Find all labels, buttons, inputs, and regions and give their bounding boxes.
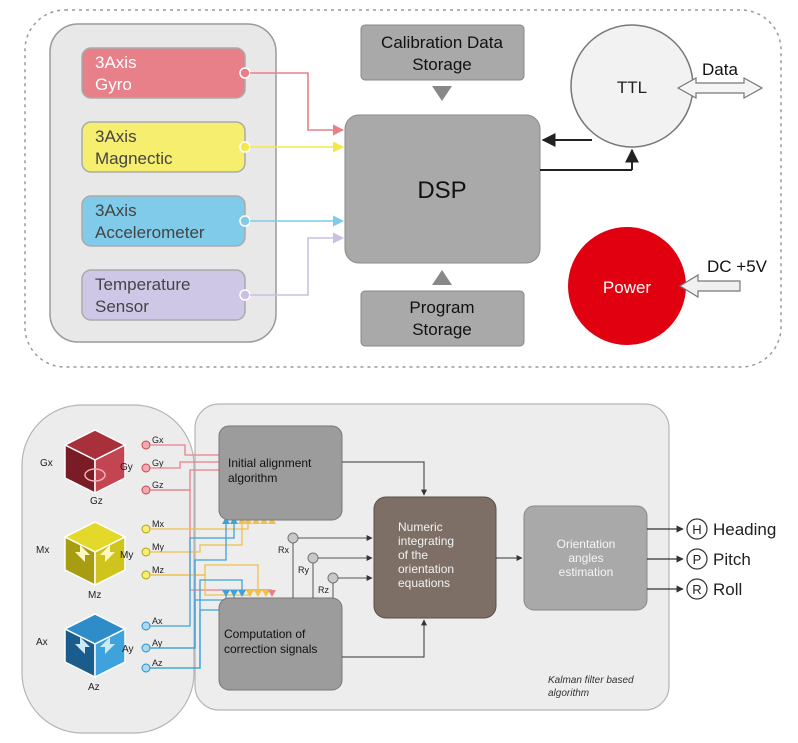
power-circle: Power	[568, 227, 686, 345]
signal-gx-label: Gx	[152, 435, 164, 445]
gyro-port-dot	[239, 67, 251, 79]
acc-x-label: Ax	[36, 637, 48, 648]
data-label: Data	[702, 60, 738, 79]
signal-ay-label: Ay	[152, 638, 163, 648]
dc-label: DC +5V	[707, 257, 768, 276]
magnetic-sensor-box: 3Axis Magnectic	[81, 121, 246, 173]
program-storage-box: Program Storage	[360, 290, 525, 347]
accelerometer-line1: 3Axis	[95, 201, 137, 220]
temperature-port-dot	[239, 289, 251, 301]
numeric-line1: Numeric	[398, 520, 443, 534]
accelerometer-cube	[63, 613, 127, 679]
initial-alignment-line2: algorithm	[228, 471, 277, 485]
rz-label: Rz	[318, 585, 329, 595]
temperature-line2: Sensor	[95, 297, 149, 316]
gyro-z-label: Gz	[90, 496, 103, 507]
kalman-caption-line2: algorithm	[548, 688, 589, 699]
temperature-line1: Temperature	[95, 275, 190, 294]
acc-z-label: Az	[88, 682, 100, 693]
program-line1: Program	[409, 298, 474, 317]
magnetic-cube	[63, 521, 127, 587]
signal-gy-label: Gy	[152, 458, 164, 468]
accelerometer-sensor-box: 3Axis Accelerometer	[81, 195, 246, 247]
sensor-group-panel	[49, 23, 277, 343]
signal-ax-label: Ax	[152, 616, 163, 626]
initial-alignment-box: Initial alignment algorithm	[218, 425, 343, 521]
gyro-y-label: Gy	[120, 462, 133, 473]
numeric-line4: orientation	[398, 562, 454, 576]
magnetic-port-dot	[239, 141, 251, 153]
signal-mz-label: Mz	[152, 565, 164, 575]
magnetic-line1: 3Axis	[95, 127, 137, 146]
mag-y-label: My	[120, 550, 133, 561]
signal-az-label: Az	[152, 658, 163, 668]
computation-line2: correction signals	[224, 642, 317, 656]
computation-box: Computation of correction signals	[218, 597, 343, 691]
pitch-letter: P	[693, 552, 702, 567]
calibration-line1: Calibration Data	[381, 33, 503, 52]
gyro-sensor-box: 3Axis Gyro	[81, 47, 246, 99]
acc-y-label: Ay	[122, 644, 134, 655]
orientation-estimation-box: Orientation angles estimation	[523, 505, 648, 611]
numeric-line2: integrating	[398, 534, 454, 548]
dc-input-arrow	[678, 273, 741, 299]
initial-alignment-line1: Initial alignment	[228, 456, 312, 470]
accelerometer-line2: Accelerometer	[95, 223, 205, 242]
magnetic-line2: Magnectic	[95, 149, 173, 168]
heading-label: Heading	[713, 520, 776, 539]
power-label: Power	[603, 278, 652, 297]
roll-label: Roll	[713, 580, 742, 599]
ttl-label: TTL	[617, 78, 647, 97]
signal-ports	[141, 440, 151, 673]
kalman-caption-line1: Kalman filter based	[548, 675, 634, 686]
output-roll: R Roll	[686, 578, 742, 600]
signal-my-label: My	[152, 542, 164, 552]
gyro-line2: Gyro	[95, 75, 132, 94]
heading-letter: H	[692, 522, 701, 537]
program-up-arrow	[432, 270, 452, 285]
signal-mx-label: Mx	[152, 519, 164, 529]
temperature-arrow	[250, 232, 345, 296]
top-dashed-frame	[24, 9, 782, 368]
numeric-integrating-box: Numeric integrating of the orientation e…	[373, 496, 497, 619]
numeric-line5: equations	[398, 576, 450, 590]
pitch-label: Pitch	[713, 550, 751, 569]
r-nodes	[287, 532, 373, 598]
ry-label: Ry	[298, 565, 309, 575]
gyro-cube	[63, 429, 127, 495]
orientation-line3: estimation	[559, 565, 614, 579]
dsp-box: DSP	[344, 114, 541, 264]
gyro-x-label: Gx	[40, 458, 53, 469]
mag-z-label: Mz	[88, 590, 101, 601]
temperature-sensor-box: Temperature Sensor	[81, 269, 246, 321]
program-line2: Storage	[412, 320, 472, 339]
output-pitch: P Pitch	[686, 548, 751, 570]
data-double-arrow	[676, 76, 764, 100]
calibration-line2: Storage	[412, 55, 472, 74]
alignment-to-numeric-arrow	[342, 461, 427, 496]
gyro-arrow	[250, 72, 345, 136]
dsp-label: DSP	[417, 177, 466, 204]
orientation-line2: angles	[568, 551, 603, 565]
orientation-line1: Orientation	[557, 537, 616, 551]
calibration-down-arrow	[432, 86, 452, 101]
computation-to-numeric-arrow	[342, 619, 427, 658]
numeric-line3: of the	[398, 548, 428, 562]
calibration-storage-box: Calibration Data Storage	[360, 24, 525, 81]
accelerometer-port-dot	[239, 215, 251, 227]
computation-line1: Computation of	[224, 627, 306, 641]
signal-gz-label: Gz	[152, 480, 164, 490]
gyro-line1: 3Axis	[95, 53, 137, 72]
rx-label: Rx	[278, 545, 289, 555]
mag-x-label: Mx	[36, 545, 49, 556]
roll-letter: R	[692, 582, 701, 597]
ttl-circle: TTL	[570, 24, 694, 148]
output-heading: H Heading	[686, 518, 776, 540]
